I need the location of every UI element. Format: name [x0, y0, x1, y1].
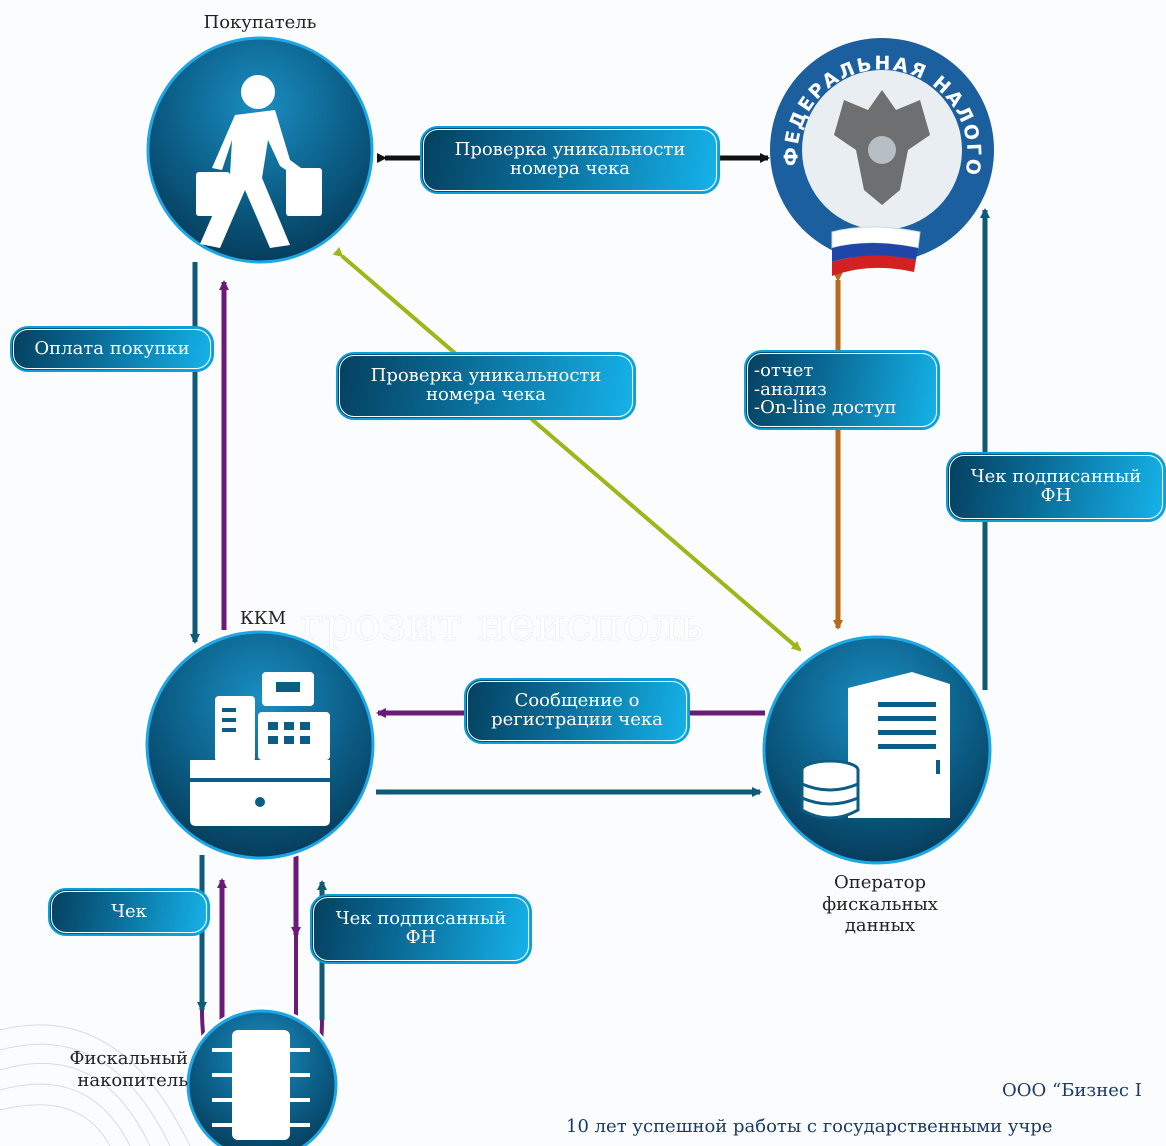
check-unique-top-pill: Проверка уникальности номера чека [420, 126, 720, 194]
ofd-label-line-1: Оператор [834, 872, 926, 893]
company-slogan: 10 лет успешной работы с государственным… [566, 1116, 1053, 1137]
payment-pill: Оплата покупки [10, 326, 214, 372]
report-pill: -отчет -анализ -On-line доступ [744, 350, 940, 430]
server-database-icon [800, 672, 950, 820]
check-unique-diag-pill: Проверка уникальности номера чека [336, 352, 636, 420]
check-unique-top-line-2: номера чека [510, 158, 630, 179]
signed-right-pill: Чек подписанный ФН [946, 452, 1166, 522]
signed-right-line-2: ФН [1040, 485, 1072, 506]
report-line-1: -отчет [754, 359, 814, 381]
shopper-icon [196, 75, 322, 248]
registration-msg-pill: Сообщение о регистрации чека [464, 678, 690, 744]
kkm-node [143, 628, 377, 862]
buyer-label: Покупатель [203, 12, 317, 33]
chip-icon [212, 1030, 310, 1140]
arrow-check-diagonal [332, 246, 802, 652]
fiscal-storage-label: Фискальный накопитель [8, 1048, 188, 1091]
watermark-text: грозит неисполь [300, 597, 704, 651]
receipt-text: Чек [111, 900, 147, 922]
buyer-node [145, 35, 375, 265]
payment-text: Оплата покупки [34, 337, 190, 359]
check-unique-top-line-1: Проверка уникальности [454, 139, 686, 161]
decorative-swirl [0, 1024, 191, 1146]
ofd-label-line-2: фискальных [822, 893, 938, 915]
report-line-2: -анализ [754, 378, 827, 400]
signed-bottom-line-1: Чек подписанный [335, 908, 507, 930]
signed-bottom-pill: Чек подписанный ФН [310, 894, 532, 964]
report-line-3: -On-line доступ [754, 397, 897, 419]
ofd-label: Оператор фискальных данных [800, 872, 960, 937]
signed-bottom-line-2: ФН [405, 927, 437, 948]
fiscal-storage-line-1: Фискальный [69, 1048, 188, 1069]
ofd-node [760, 633, 994, 867]
check-unique-diag-line-1: Проверка уникальности [370, 365, 602, 387]
signed-right-line-1: Чек подписанный [970, 466, 1142, 488]
receipt-pill: Чек [48, 888, 210, 936]
registration-msg-line-2: регистрации чека [491, 709, 663, 730]
fiscal-storage-node [184, 1007, 340, 1146]
flag-icon [831, 226, 921, 276]
ofd-label-line-3: данных [844, 915, 916, 937]
check-unique-diag-line-2: номера чека [426, 384, 546, 405]
fiscal-storage-line-2: накопитель [77, 1069, 188, 1091]
cash-register-icon [190, 672, 330, 826]
registration-msg-line-1: Сообщение о [514, 690, 640, 712]
kkm-label: ККМ [239, 608, 287, 629]
company-name: ООО “Бизнес I [1002, 1080, 1142, 1101]
eagle-icon [834, 90, 930, 205]
